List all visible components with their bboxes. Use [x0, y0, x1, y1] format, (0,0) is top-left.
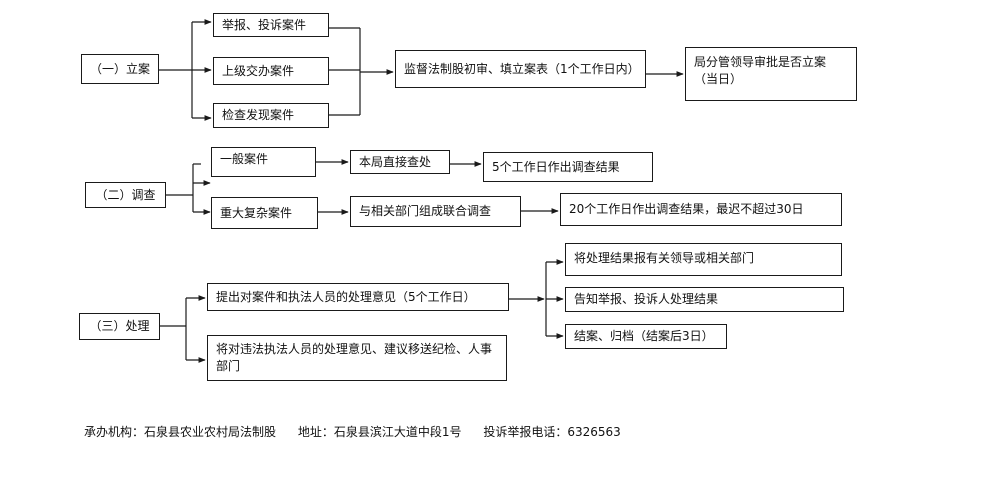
- preliminary-review: 监督法制股初审、填立案表（1个工作日内）: [395, 50, 646, 88]
- joint-investigation: 与相关部门组成联合调查: [350, 196, 521, 227]
- violation-referral: 将对违法执法人员的处理意见、建议移送纪检、人事部门: [207, 335, 507, 381]
- major-result: 20个工作日作出调查结果，最迟不超过30日: [560, 193, 842, 226]
- section-investigate-label: （二）调查: [85, 182, 166, 208]
- general-case: 一般案件: [211, 147, 316, 177]
- footer: 承办机构：石泉县农业农村局法制股 地址：石泉县滨江大道中段1号 投诉举报电话：6…: [84, 423, 639, 440]
- section-register-label: （一）立案: [81, 54, 159, 84]
- notify-complainant: 告知举报、投诉人处理结果: [565, 287, 844, 312]
- general-result: 5个工作日作出调查结果: [483, 152, 653, 182]
- major-case: 重大复杂案件: [211, 197, 318, 229]
- source-report-complaint: 举报、投诉案件: [213, 13, 329, 37]
- source-inspection-found: 检查发现案件: [213, 103, 329, 128]
- footer-organizer: 承办机构：石泉县农业农村局法制股: [84, 425, 277, 439]
- footer-address: 地址：石泉县滨江大道中段1号: [297, 425, 462, 439]
- footer-phone: 投诉举报电话：6326563: [483, 425, 621, 439]
- handling-opinion: 提出对案件和执法人员的处理意见（5个工作日）: [207, 283, 509, 311]
- section-handle-label: （三）处理: [79, 313, 160, 340]
- source-assigned-by-superior: 上级交办案件: [213, 57, 329, 85]
- close-and-archive: 结案、归档（结案后3日）: [565, 324, 727, 349]
- direct-investigation: 本局直接查处: [350, 150, 450, 174]
- report-to-leaders: 将处理结果报有关领导或相关部门: [565, 243, 842, 276]
- approval-box: 局分管领导审批是否立案（当日）: [685, 47, 857, 101]
